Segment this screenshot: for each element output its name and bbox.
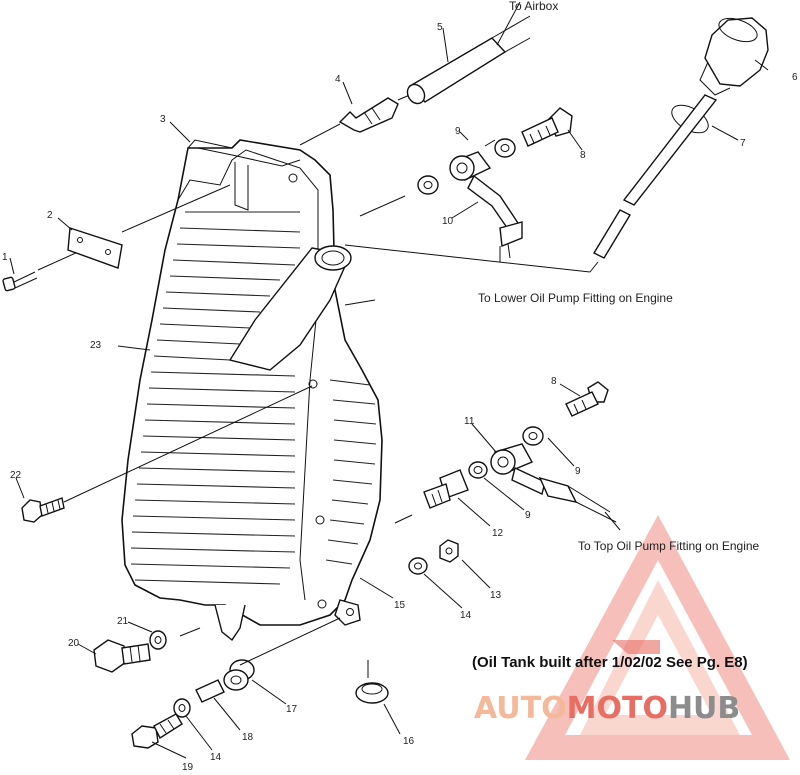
- label-part-9-right: 9: [575, 466, 581, 477]
- label-part-12: 12: [492, 528, 504, 539]
- bolt-part-8-upper: [521, 107, 573, 147]
- callout-to-top-pump: To Top Oil Pump Fitting on Engine: [578, 539, 760, 553]
- tank-ribs: [130, 211, 377, 585]
- watermark-text: AUTOMOTOHUB: [474, 691, 740, 726]
- label-part-19: 19: [182, 762, 194, 770]
- label-part-18: 18: [242, 732, 254, 743]
- label-part-2: 2: [47, 210, 53, 221]
- bracket-part-2: [67, 184, 231, 269]
- label-part-14-left: 14: [210, 752, 222, 763]
- label-part-6: 6: [792, 72, 798, 83]
- part-number-labels: 1 2 3 4 5 6 7 8 8 9 9 9 10 11 12 13 14 1…: [2, 22, 798, 773]
- callout-to-lower-pump: To Lower Oil Pump Fitting on Engine: [478, 291, 673, 305]
- watermark-moto: MOTO: [567, 691, 668, 726]
- fitting-group-lower-left: [93, 617, 389, 749]
- bolt-part-22: [21, 385, 313, 523]
- watermark-logo: [525, 515, 790, 760]
- dipstick-part-6-7: [593, 17, 769, 259]
- callout-to-airbox: To Airbox: [509, 0, 558, 13]
- fitting-group-lower-right: [394, 381, 617, 575]
- label-part-23: 23: [90, 340, 102, 351]
- fitting-part-4: [299, 93, 413, 146]
- label-part-14-right: 14: [460, 610, 472, 621]
- leader-lines: [9, 27, 769, 759]
- routing-lines: [344, 195, 621, 531]
- label-part-5: 5: [437, 22, 443, 33]
- label-part-13: 13: [490, 590, 502, 601]
- watermark-auto: AUTO: [474, 691, 567, 726]
- oil-tank: [121, 139, 383, 642]
- label-part-3: 3: [160, 114, 166, 125]
- label-part-4: 4: [335, 74, 341, 85]
- screw-part-1: [2, 251, 79, 292]
- label-part-8-upper: 8: [580, 150, 586, 161]
- label-part-17: 17: [286, 704, 298, 715]
- hose-part-5: [406, 1, 531, 105]
- fitting-part-9-10-upper: [417, 138, 523, 262]
- label-part-20: 20: [68, 638, 80, 649]
- label-part-8-lower: 8: [551, 376, 557, 387]
- label-part-9-upper: 9: [455, 126, 461, 137]
- watermark-hub: HUB: [668, 691, 740, 726]
- label-part-11: 11: [464, 416, 475, 427]
- note-oil-tank-date: (Oil Tank built after 1/02/02 See Pg. E8…: [472, 654, 748, 671]
- label-part-15: 15: [394, 600, 406, 611]
- label-part-21: 21: [117, 616, 129, 627]
- label-part-7: 7: [740, 138, 746, 149]
- label-part-22: 22: [10, 470, 22, 481]
- label-part-1: 1: [2, 252, 8, 263]
- label-part-9-lower: 9: [525, 510, 531, 521]
- label-part-16: 16: [403, 736, 415, 747]
- label-part-10: 10: [442, 216, 454, 227]
